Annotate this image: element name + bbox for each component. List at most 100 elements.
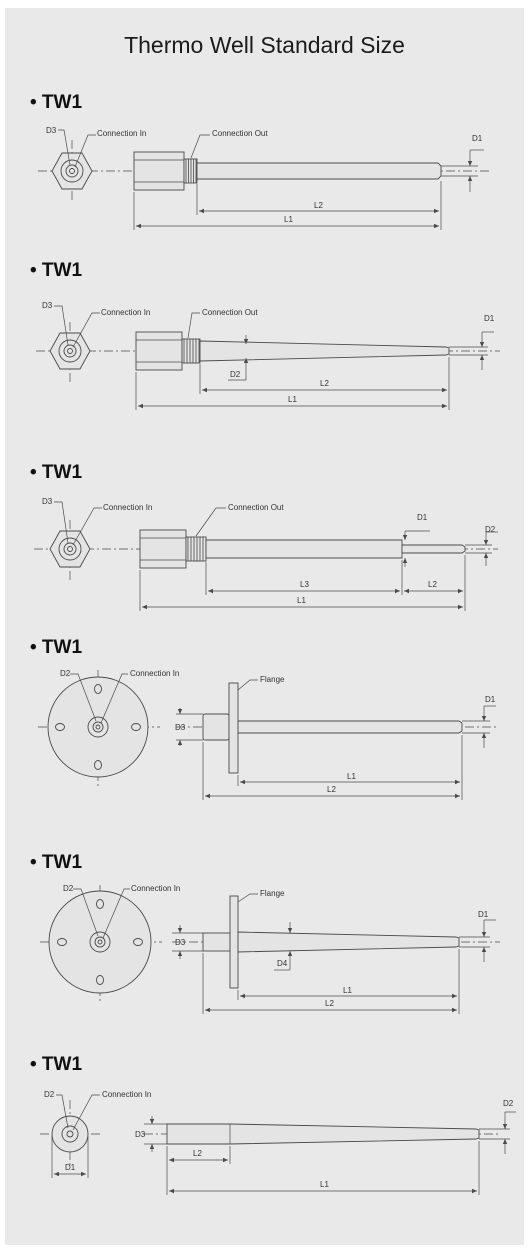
label-connection-out: Connection Out: [212, 129, 268, 138]
label-d3: D3: [46, 126, 57, 135]
label-l2: L2: [325, 999, 334, 1008]
label-d1: D1: [484, 314, 495, 323]
label-l2: L2: [193, 1149, 202, 1158]
label-l2: L2: [314, 201, 323, 210]
bore-circle: [95, 724, 101, 730]
thread-lines: [187, 537, 204, 561]
leader: [58, 129, 71, 166]
bolt-hole: [57, 938, 67, 946]
label-d2: D2: [44, 1090, 55, 1099]
label-d1: D1: [417, 513, 428, 522]
tapered-stem: [237, 931, 460, 953]
well-stem: [205, 539, 403, 559]
label-l1: L1: [284, 215, 293, 224]
bore-circle: [66, 1130, 74, 1138]
well-stem: [237, 720, 463, 734]
leader: [72, 1094, 100, 1131]
label-d2: D2: [60, 669, 71, 678]
label-d3: D3: [42, 301, 53, 310]
bolt-hole: [96, 975, 104, 985]
label-d3: D3: [175, 938, 186, 947]
leader: [237, 679, 258, 691]
drawing-1: D1 L2 L1 D3 Connection In Connection Out: [38, 126, 490, 230]
leader: [187, 312, 200, 339]
label-d4: D4: [277, 959, 288, 968]
leader: [54, 305, 69, 346]
bolt-hole: [133, 938, 143, 946]
drawing-3: D1 D2 L3 L2 L1 D3 Connection In Connecti…: [34, 497, 498, 611]
label-connection-in: Connection In: [130, 669, 179, 678]
leader: [56, 1094, 69, 1129]
label-flange: Flange: [260, 889, 285, 898]
hex-body: [135, 331, 183, 371]
bore-circle: [97, 939, 103, 945]
stepped-tip: [401, 544, 466, 554]
label-connection-in: Connection In: [131, 884, 180, 893]
label-connection-out: Connection Out: [228, 503, 284, 512]
hex-body: [133, 151, 185, 191]
drawing-4: D3 D1 L1 L2 D2 Connection In Flange: [38, 669, 498, 800]
leader: [74, 134, 96, 168]
bolt-hole: [94, 684, 102, 694]
label-connection-in: Connection In: [97, 129, 146, 138]
leader: [190, 134, 210, 159]
label-d3: D3: [175, 723, 186, 732]
bolt-hole: [131, 723, 141, 731]
section-title-3: • TW1: [30, 462, 83, 483]
label-l1: L1: [347, 772, 356, 781]
boss-body: [202, 713, 230, 741]
leader: [54, 501, 69, 544]
label-d2: D2: [230, 370, 241, 379]
label-connection-in: Connection In: [103, 503, 152, 512]
label-d3: D3: [135, 1130, 146, 1139]
bolt-hole: [55, 723, 65, 731]
page-title: Thermo Well Standard Size: [124, 32, 405, 58]
leader: [102, 888, 130, 939]
hex-body: [139, 529, 187, 569]
label-l1: L1: [297, 596, 306, 605]
leader: [72, 312, 100, 348]
label-l2: L2: [428, 580, 437, 589]
label-connection-in: Connection In: [102, 1090, 151, 1099]
section-title-1: • TW1: [30, 92, 83, 113]
spec-sheet: [5, 8, 524, 1245]
thread-section: [181, 338, 201, 364]
leader: [237, 893, 258, 903]
leader: [70, 673, 97, 722]
leader: [73, 888, 99, 937]
bolt-hole: [94, 760, 102, 770]
thread-lines: [185, 159, 197, 183]
tapered-stem: [199, 340, 450, 362]
label-l1: L1: [320, 1180, 329, 1189]
section-title-5: • TW1: [30, 852, 83, 873]
flange-plate: [229, 895, 239, 989]
label-l2: L2: [320, 379, 329, 388]
label-d1: D1: [485, 695, 496, 704]
tapered-stem: [166, 1123, 480, 1145]
bore-circle: [67, 546, 73, 552]
label-d1: D1: [65, 1163, 76, 1172]
bore-circle: [67, 348, 73, 354]
flange-plate: [228, 682, 239, 774]
label-d2: D2: [63, 884, 74, 893]
section-title-2: • TW1: [30, 260, 83, 281]
section-title-6: • TW1: [30, 1054, 83, 1075]
leader: [195, 507, 226, 537]
leader: [72, 507, 102, 546]
drawing-6: D1 D2 Connection In D3 D2 L2 L1: [40, 1090, 516, 1195]
drawing-2: D1 D2 L2 L1 D3 Connection In Connection …: [36, 301, 500, 410]
label-connection-in: Connection In: [101, 308, 150, 317]
section-title-4: • TW1: [30, 637, 83, 658]
label-d2-tip: D2: [503, 1099, 514, 1108]
bolt-hole: [96, 899, 104, 909]
label-d3: D3: [42, 497, 53, 506]
label-d1: D1: [472, 134, 483, 143]
leader: [100, 673, 128, 724]
bore-circle: [69, 168, 75, 174]
label-connection-out: Connection Out: [202, 308, 258, 317]
label-d1: D1: [478, 910, 489, 919]
label-l3: L3: [300, 580, 309, 589]
label-flange: Flange: [260, 675, 285, 684]
label-d2: D2: [485, 525, 496, 534]
well-stem: [196, 162, 442, 180]
